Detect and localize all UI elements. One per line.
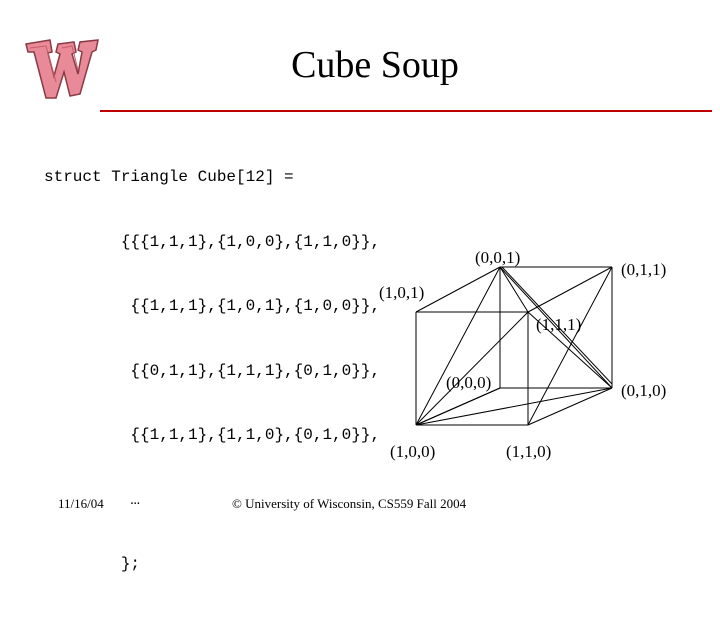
code-line: {{0,1,1},{1,1,1},{0,1,0}},	[44, 361, 381, 380]
code-line: };	[44, 555, 141, 573]
cube-diagonal	[501, 266, 613, 385]
wisconsin-w-logo-icon	[25, 39, 99, 99]
vertex-label-100: (1,0,0)	[390, 442, 435, 461]
footer-copyright: © University of Wisconsin, CS559 Fall 20…	[232, 496, 467, 511]
cube-diagonal	[415, 387, 501, 426]
cube-edge	[415, 266, 501, 313]
vertex-label-000: (0,0,0)	[446, 373, 491, 392]
cube-diagonal	[499, 266, 529, 313]
title-underline	[100, 110, 712, 112]
cube-edge	[527, 266, 613, 313]
slide: Cube Soup struct Triangle Cube[12] = {{{…	[25, 39, 712, 573]
cube-diagonal	[415, 266, 501, 426]
vertex-label-011: (0,1,1)	[621, 260, 666, 279]
cube-edge	[527, 387, 613, 426]
footer-date: 11/16/04	[58, 496, 104, 511]
cube-diagonal	[499, 266, 613, 389]
vertex-label-010: (0,1,0)	[621, 381, 666, 400]
code-line: {{{1,1,1},{1,0,0},{1,1,0}},	[44, 232, 381, 251]
vertex-label-110: (1,1,0)	[506, 442, 551, 461]
cube-diagonal	[527, 266, 613, 426]
code-line: …	[44, 490, 141, 509]
code-line: {{1,1,1},{1,1,0},{0,1,0}},	[44, 426, 381, 444]
cube-diagonal	[415, 311, 529, 426]
vertex-label-111: (1,1,1)	[536, 315, 581, 334]
slide-title: Cube Soup	[291, 44, 459, 86]
vertex-label-001: (0,0,1)	[475, 248, 520, 267]
code-block: struct Triangle Cube[12] = {{{1,1,1},{1,…	[44, 124, 380, 619]
vertex-label-101: (1,0,1)	[379, 283, 424, 302]
cube-diagonal	[415, 387, 613, 426]
code-line: struct Triangle Cube[12] =	[44, 168, 294, 186]
cube-diagonal	[527, 311, 613, 389]
code-line: {{1,1,1},{1,0,1},{1,0,0}},	[44, 297, 381, 315]
cube-diagram: (0,0,1) (0,1,1) (1,0,1) (1,1,1) (0,0,0) …	[379, 248, 666, 461]
